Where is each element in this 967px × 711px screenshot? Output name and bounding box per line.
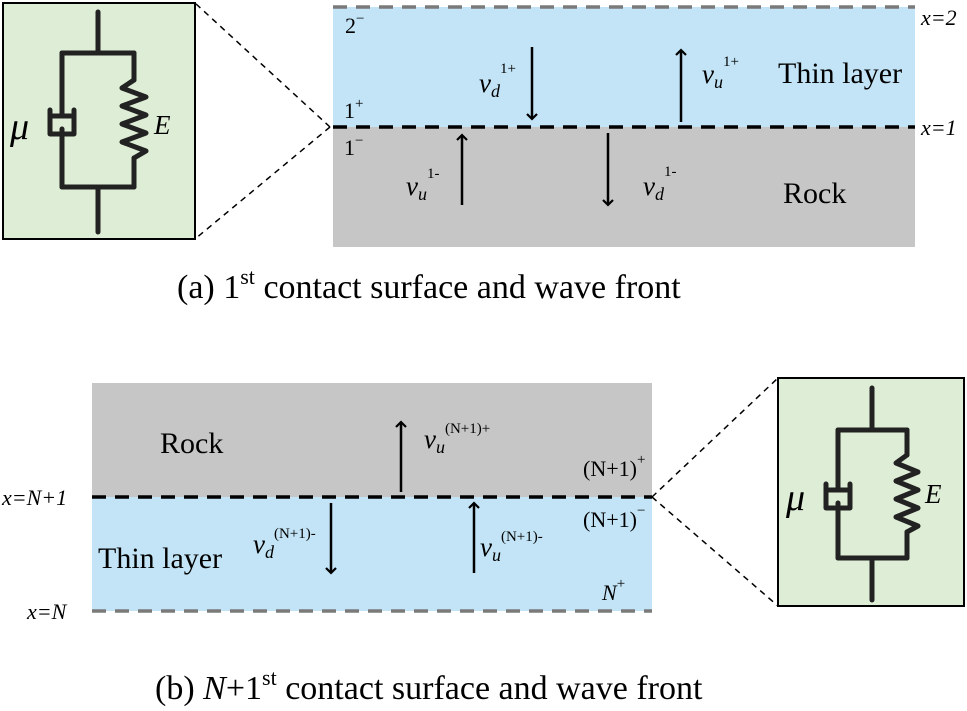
kelvin-voigt-model-a: μ E: [2, 2, 196, 240]
coord-x1-label: x=1: [920, 115, 957, 140]
label-vu-n1plus: vu(N+1)+: [424, 421, 490, 457]
mu-symbol: μ: [9, 106, 29, 148]
side-label-1-minus: 1−: [344, 133, 363, 160]
dashpot-icon: [47, 107, 77, 137]
side-label-n-plus: N+: [601, 576, 625, 605]
rock-region: [333, 127, 915, 247]
rock-region: [92, 383, 652, 497]
thin-layer-region: [92, 497, 652, 611]
rock-label: Rock: [783, 177, 846, 210]
dashpot-icon: [823, 481, 853, 511]
side-label-n1-minus: (N+1)−: [583, 503, 645, 532]
e-symbol: E: [924, 479, 942, 509]
label-vd-n1minus: vd(N+1)-: [253, 526, 316, 562]
thin-layer-label: Thin layer: [98, 542, 222, 575]
spring-icon: [119, 77, 149, 161]
label-vd-1minus: vd1-: [643, 164, 676, 204]
side-label-n1-plus: (N+1)+: [583, 452, 645, 481]
caption-a: (a) 1st contact surface and wave front: [177, 264, 681, 306]
caption-b: (b) N+1st contact surface and wave front: [155, 665, 703, 707]
label-vu-1plus: vu1+: [702, 54, 739, 92]
thin-layer-region: [333, 7, 915, 127]
panel-b: x=N+1 x=N (N+1)+ (N+1)− N+ Rock Thin lay…: [1, 377, 965, 707]
label-vu-1minus: vu1-: [406, 166, 439, 204]
zoom-line-top: [194, 2, 331, 128]
e-symbol: E: [153, 110, 171, 140]
thin-layer-label: Thin layer: [778, 57, 902, 90]
coord-xn-label: x=N: [26, 599, 68, 624]
label-vu-n1minus: vu(N+1)-: [480, 529, 543, 565]
label-vd-1plus: vd1+: [479, 61, 516, 101]
zoom-line-bottom: [651, 496, 779, 607]
coord-xn1-label: x=N+1: [1, 485, 67, 510]
coord-x2-label: x=2: [920, 5, 957, 30]
spring-icon: [893, 452, 921, 535]
side-label-1-plus: 1+: [344, 96, 363, 123]
kelvin-voigt-model-b: μ E: [777, 377, 965, 607]
side-label-2-minus: 2−: [345, 11, 364, 38]
zoom-line-bottom: [194, 126, 331, 240]
panel-a: x=2 x=1 2− 1+ 1− Thin layer Rock vd1+ vu…: [2, 2, 957, 306]
mu-symbol: μ: [785, 477, 805, 519]
zoom-line-top: [651, 377, 779, 498]
rock-label: Rock: [160, 427, 223, 460]
